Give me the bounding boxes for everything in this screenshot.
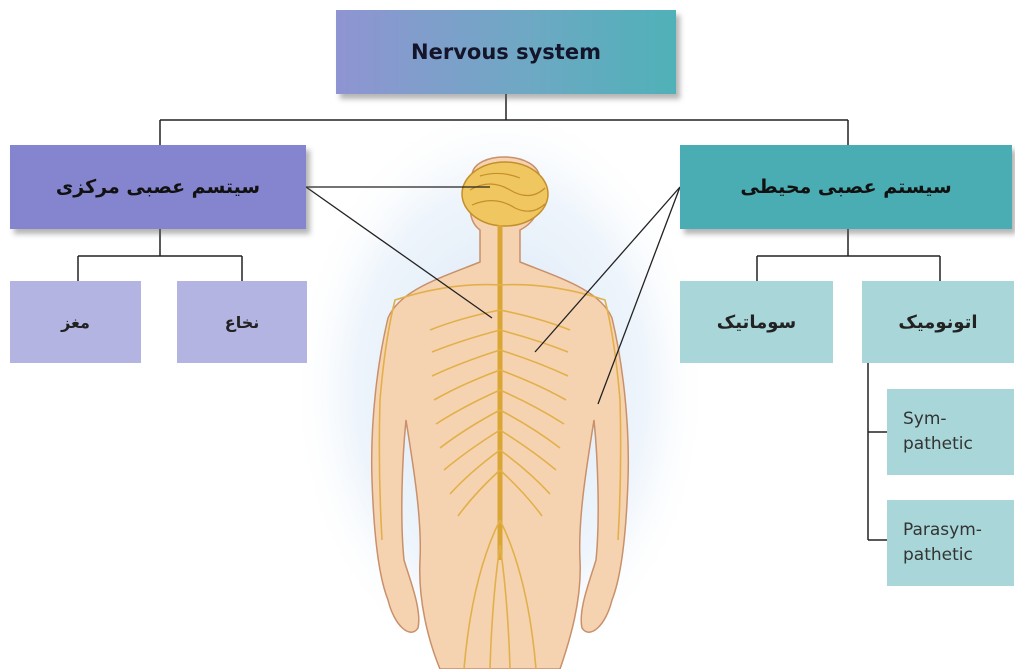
central-nervous-system-box: سیتسم عصبی مرکزی (10, 145, 306, 229)
spinal-cord-box: نخاع (177, 281, 307, 363)
central-nervous-system-label: سیتسم عصبی مرکزی (56, 176, 260, 198)
parasympathetic-box: Parasym- pathetic (887, 500, 1014, 586)
somatic-label: سوماتیک (717, 312, 796, 333)
parasympathetic-label: Parasym- pathetic (903, 518, 982, 568)
brain-label: مغز (61, 313, 90, 332)
sympathetic-box: Sym- pathetic (887, 389, 1014, 475)
sympathetic-label: Sym- pathetic (903, 407, 973, 457)
nervous-system-label: Nervous system (411, 40, 601, 64)
autonomic-box: اتونومیک (862, 281, 1014, 363)
peripheral-nervous-system-label: سیستم عصبی محیطی (740, 176, 951, 198)
brain-box: مغز (10, 281, 141, 363)
spinal-cord-label: نخاع (225, 313, 259, 332)
peripheral-nervous-system-box: سیستم عصبی محیطی (680, 145, 1012, 229)
autonomic-label: اتونومیک (898, 312, 977, 333)
nervous-system-box: Nervous system (336, 10, 676, 94)
somatic-box: سوماتیک (680, 281, 833, 363)
